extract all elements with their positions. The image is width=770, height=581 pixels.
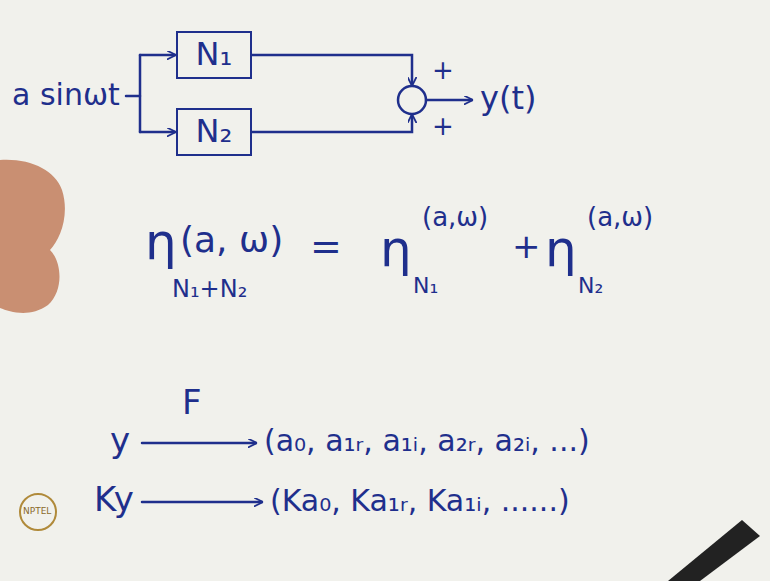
presenter-hand — [0, 160, 65, 313]
equals-sign: = — [310, 226, 342, 268]
sum-wire — [252, 55, 412, 85]
mapping-arrow — [142, 442, 256, 445]
fork-wire — [139, 55, 142, 132]
signal-name: Ky — [94, 481, 134, 518]
argument: (a, ω) — [180, 220, 283, 260]
transform-name: F — [182, 384, 202, 421]
output-arrow — [426, 99, 472, 102]
coefficient-list: (Ka₀, Ka₁ᵣ, Ka₁ᵢ, ......) — [270, 484, 570, 517]
watermark: NPTEL — [23, 507, 51, 517]
coefficient-list: (a₀, a₁ᵣ, a₁ᵢ, a₂ᵣ, a₂ᵢ, ...) — [264, 424, 590, 457]
marker-pen — [668, 520, 760, 581]
subscript: N₂ — [578, 274, 603, 298]
input-arrow — [140, 54, 175, 57]
argument: (a,ω) — [422, 203, 488, 232]
eta-symbol: η — [380, 222, 412, 277]
input-wire — [126, 95, 140, 98]
argument: (a,ω) — [587, 203, 653, 232]
block-box: N₁ — [176, 31, 252, 79]
eta-symbol: η — [545, 222, 577, 277]
output-signal: y(t) — [480, 81, 536, 116]
block-box: N₂ — [176, 108, 252, 156]
sum-wire — [252, 115, 412, 132]
eta-symbol: η — [145, 215, 177, 270]
signal-name: y — [110, 422, 130, 459]
sign-mark: + — [432, 56, 454, 85]
input-signal: a sinωt — [12, 78, 120, 111]
input-arrow — [140, 131, 175, 134]
mapping-arrow — [142, 501, 262, 504]
block-name: N₁ — [196, 37, 233, 72]
logo-ring — [20, 494, 56, 530]
subscript: N₁+N₂ — [172, 276, 247, 302]
block-name: N₂ — [196, 114, 233, 149]
subscript: N₁ — [413, 274, 438, 298]
sign-mark: + — [432, 112, 454, 141]
summing-junction — [398, 86, 426, 114]
plus-sign: + — [512, 228, 541, 265]
